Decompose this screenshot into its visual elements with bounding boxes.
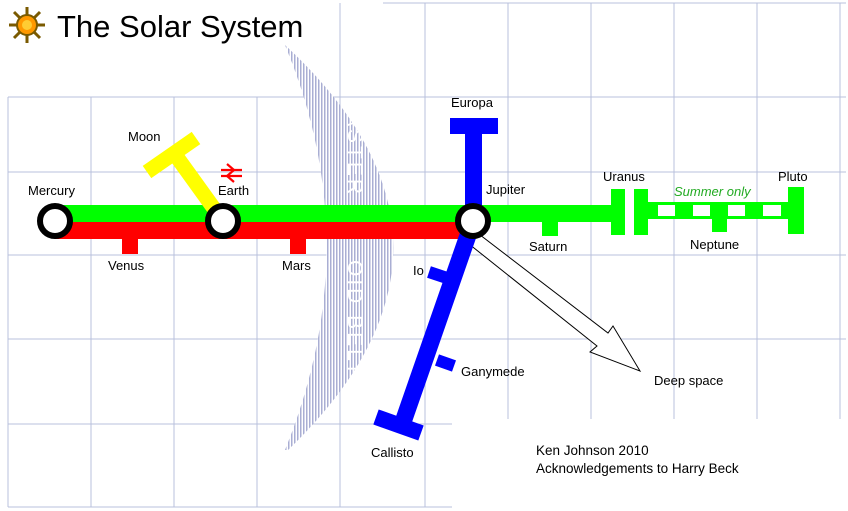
station-label-mars: Mars [282, 258, 311, 273]
station-label-callisto: Callisto [371, 445, 414, 460]
earth-station [205, 203, 241, 239]
station-label-venus: Venus [108, 258, 145, 273]
station-label-mercury: Mercury [28, 183, 75, 198]
station-label-uranus: Uranus [603, 169, 645, 184]
asteroid-belt: ASTER OID BELT [285, 45, 394, 450]
sun-icon [9, 7, 45, 43]
ganymede-stop [435, 354, 456, 372]
station-label-io: Io [413, 263, 424, 278]
neptune-stop [712, 217, 727, 232]
summer-only-line [634, 187, 804, 235]
red-line [55, 221, 473, 254]
mars-stop [290, 238, 306, 254]
page-title: The Solar System [57, 9, 303, 44]
asteroid-belt-label-lower: OID BELT [343, 260, 366, 378]
station-label-neptune: Neptune [690, 237, 739, 252]
station-label-saturn: Saturn [529, 239, 567, 254]
venus-stop [122, 238, 138, 254]
green-line [55, 189, 625, 236]
deep-space-label: Deep space [654, 373, 723, 388]
station-label-pluto: Pluto [778, 169, 808, 184]
national-rail-icon [221, 163, 242, 183]
deep-space-arrow [463, 227, 642, 372]
saturn-stop [542, 220, 558, 236]
station-label-europa: Europa [451, 95, 494, 110]
mercury-station [37, 203, 73, 239]
station-label-ganymede: Ganymede [461, 364, 525, 379]
station-label-earth: Earth [218, 183, 249, 198]
jupiter-station [455, 203, 491, 239]
asteroid-belt-label-upper: ASTER [343, 112, 366, 197]
credit-acknowledgement: Acknowledgements to Harry Beck [536, 461, 739, 476]
credit-background [452, 419, 848, 511]
summer-only-note: Summer only [674, 184, 752, 199]
europa-buffer [450, 118, 498, 134]
pluto-buffer [788, 187, 804, 234]
station-label-moon: Moon [128, 129, 161, 144]
uranus-buffer [611, 189, 625, 235]
station-label-jupiter: Jupiter [486, 182, 526, 197]
io-stop [427, 266, 449, 284]
blue-line [373, 118, 498, 441]
credit-author: Ken Johnson 2010 [536, 443, 649, 458]
